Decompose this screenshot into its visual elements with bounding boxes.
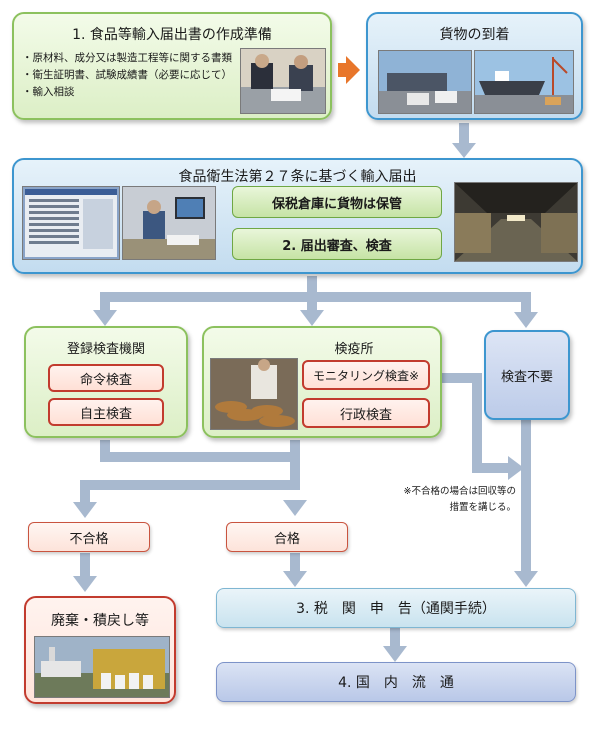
- fail-label: 不合格: [28, 522, 150, 552]
- arrival-box: 貨物の到着: [366, 12, 583, 120]
- step1-title: 1. 食品等輸入届出書の作成準備: [72, 27, 272, 43]
- registered-inspection-body-box: 登録検査機関 命令検査 自主検査: [24, 326, 188, 438]
- ordered-inspection-label: 命令検査: [48, 364, 164, 392]
- bonded-warehouse-label: 保税倉庫に貨物は保管: [232, 186, 442, 218]
- voluntary-inspection-label: 自主検査: [48, 398, 164, 426]
- domestic-distribution-box: 4. 国 内 流 通: [216, 662, 576, 702]
- pass-label: 合格: [226, 522, 348, 552]
- office-computer-photo: [122, 186, 216, 260]
- arrival-title: 貨物の到着: [439, 27, 510, 43]
- step1-bullet: 輸入相談: [22, 84, 247, 101]
- quarantine-title: 検疫所: [334, 342, 374, 357]
- cargo-ship-photo: [474, 50, 574, 114]
- office-consultation-photo: [240, 48, 326, 114]
- failure-note: ※不合格の場合は回収等の 措置を講じる。: [340, 484, 516, 516]
- note-line: 措置を講じる。: [449, 502, 516, 513]
- orange-arrow-icon: [338, 56, 360, 84]
- monitoring-inspection-label: モニタリング検査※: [302, 360, 430, 390]
- inspector-sampling-photo: [210, 358, 298, 430]
- warehouse-photo: [454, 182, 578, 262]
- quarantine-station-box: 検疫所 モニタリング検査※ 行政検査: [202, 326, 442, 438]
- step1-box: 1. 食品等輸入届出書の作成準備 原材料、成分又は製造工程等に関する書類 衛生証…: [12, 12, 332, 120]
- disposal-title: 廃棄・積戻し等: [51, 613, 149, 629]
- disposal-facility-photo: [34, 636, 170, 698]
- note-line: ※不合格の場合は回収等の: [403, 486, 516, 497]
- step1-bullet: 原材料、成分又は製造工程等に関する書類: [22, 50, 247, 67]
- review-inspection-label: 2. 届出審査、検査: [232, 228, 442, 260]
- import-notification-box: 食品衛生法第２７条に基づく輸入届出 保税倉庫に貨物は保管 2. 届出審査、検査: [12, 158, 583, 274]
- administrative-inspection-label: 行政検査: [302, 398, 430, 428]
- screen-form-photo: [22, 186, 120, 260]
- step1-bullet: 衛生証明書、試験成績書（必要に応じて）: [22, 67, 247, 84]
- notification-title: 食品衛生法第２７条に基づく輸入届出: [178, 169, 417, 185]
- registered-body-title: 登録検査機関: [66, 342, 145, 357]
- cargo-forklift-photo: [378, 50, 472, 114]
- no-inspection-box: 検査不要: [484, 330, 570, 420]
- customs-declaration-box: 3. 税 関 申 告（通関手続）: [216, 588, 576, 628]
- disposal-box: 廃棄・積戻し等: [24, 596, 176, 704]
- step1-bullets: 原材料、成分又は製造工程等に関する書類 衛生証明書、試験成績書（必要に応じて） …: [22, 50, 247, 101]
